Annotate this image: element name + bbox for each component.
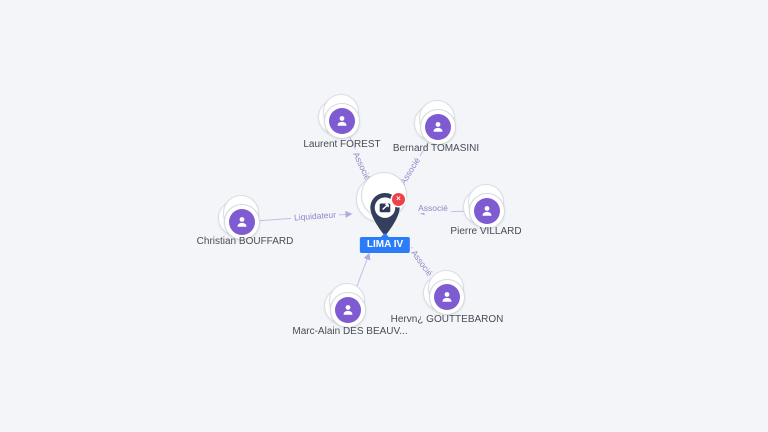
- person-name-marc-alain-des-beauv: Marc-Alain DES BEAUV...: [292, 326, 408, 337]
- person-name-laurent-forest: Laurent FOREST: [303, 139, 381, 150]
- edge-label-associe-pierre: Associé: [415, 203, 451, 213]
- person-name-herve-gouttebaron: Hervn¿ GOUTTEBARON: [390, 314, 504, 325]
- person-icon: [474, 198, 500, 224]
- person-node-bernard-tomasini[interactable]: [414, 100, 456, 145]
- person-name-bernard-tomasini: Bernard TOMASINI: [392, 143, 480, 154]
- person-node-pierre-villard[interactable]: [463, 184, 505, 229]
- person-node-laurent-forest[interactable]: [318, 94, 360, 139]
- person-name-christian-bouffard: Christian BOUFFARD: [196, 236, 294, 247]
- company-pin-icon: [370, 193, 400, 237]
- company-pin[interactable]: [363, 190, 407, 245]
- remove-node-button[interactable]: ×: [392, 193, 405, 206]
- person-node-herve-gouttebaron[interactable]: [423, 270, 465, 315]
- person-icon: [329, 108, 355, 134]
- company-label[interactable]: LIMA IV: [359, 233, 411, 253]
- person-name-pierre-villard: Pierre VILLARD: [450, 226, 522, 237]
- person-node-christian-bouffard[interactable]: [218, 195, 260, 240]
- person-icon: [335, 297, 361, 323]
- person-icon: [229, 209, 255, 235]
- person-icon: [434, 284, 460, 310]
- person-node-marc-alain-des-beauv[interactable]: [324, 283, 366, 328]
- person-icon: [425, 114, 451, 140]
